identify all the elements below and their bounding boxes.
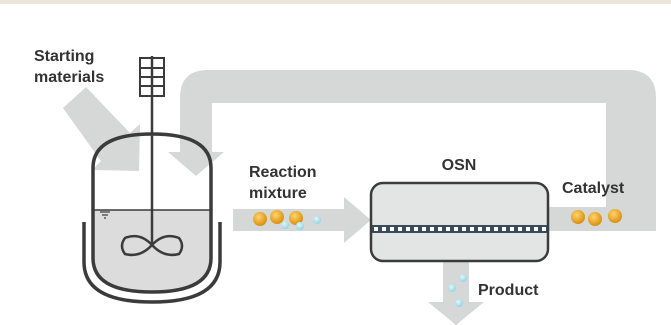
- starting-materials-arrow: [63, 87, 140, 171]
- liquid-level-icon: [100, 211, 110, 219]
- top-rule: [0, 0, 671, 4]
- product-label: Product: [478, 282, 539, 299]
- product-particle: [296, 222, 304, 230]
- starting-materials-label-line2: materials: [34, 69, 104, 86]
- recycle-loop-arrow: [180, 70, 656, 220]
- catalyst-label: Catalyst: [562, 180, 625, 197]
- product-particle: [455, 299, 463, 307]
- catalyst-particle: [270, 210, 284, 224]
- reaction-mixture-label-line1: Reaction: [249, 164, 317, 181]
- osn-membrane-unit: [369, 181, 550, 263]
- membrane-layer: [372, 225, 547, 233]
- reactor-jacket: [82, 222, 222, 304]
- reactor-liquid: [93, 210, 211, 292]
- product-particle: [281, 221, 289, 229]
- catalyst-particle: [588, 212, 602, 226]
- reactor-vessel-body: [91, 132, 213, 294]
- catalyst-particle: [571, 210, 585, 224]
- product-particle: [313, 216, 321, 224]
- catalyst-particle: [289, 211, 303, 225]
- product-particle: [459, 274, 467, 282]
- reaction-mixture-label-line2: mixture: [249, 185, 307, 202]
- product-particle: [448, 284, 456, 292]
- catalyst-particle: [608, 209, 622, 223]
- recycle-arrowhead: [168, 152, 224, 176]
- product-arrow: [428, 262, 484, 325]
- impeller-icon: [120, 234, 184, 257]
- starting-materials-label-line1: Starting: [34, 48, 94, 65]
- stirrer-motor-icon: [139, 57, 165, 97]
- osn-label: OSN: [442, 157, 477, 174]
- catalyst-particle: [253, 212, 267, 226]
